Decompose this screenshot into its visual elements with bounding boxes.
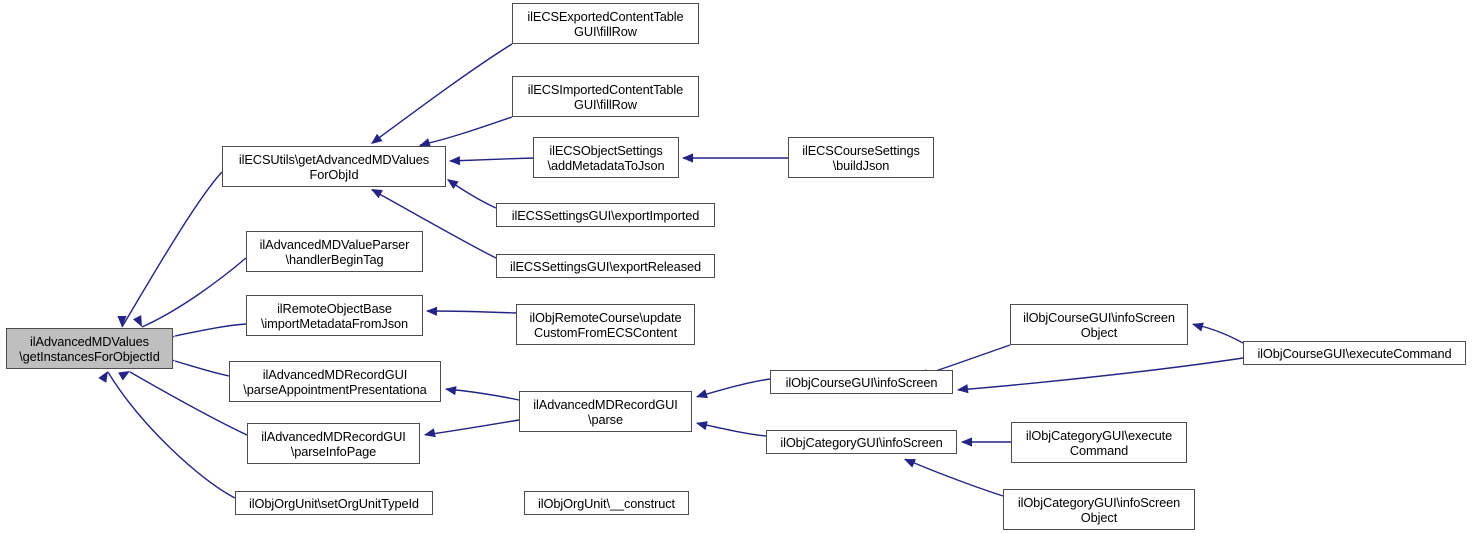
arrowhead-icon (1192, 322, 1204, 332)
call-edge (141, 257, 247, 328)
graph-node-label: ilECSObjectSettings \addMetadataToJson (547, 142, 665, 173)
graph-node-ecs_exported_fillrow[interactable]: ilECSExportedContentTable GUI\fillRow (512, 3, 699, 44)
call-edge (174, 323, 247, 337)
graph-node-label: ilObjCategoryGUI\infoScreen (780, 434, 943, 450)
arrowhead-icon (957, 384, 969, 394)
graph-node-label: ilObjRemoteCourse\update CustomFromECSCo… (529, 309, 682, 340)
call-edge (121, 171, 223, 328)
call-edge (445, 388, 520, 401)
graph-node-advmdrecordgui_parse[interactable]: ilAdvancedMDRecordGUI \parse (519, 391, 692, 432)
call-edge (904, 458, 1004, 497)
arrowhead-icon (117, 316, 127, 327)
graph-node-ecs_imported_fillrow[interactable]: ilECSImportedContentTable GUI\fillRow (512, 76, 699, 117)
graph-node-label: ilObjOrgUnit\__construct (538, 495, 675, 511)
graph-node-label: ilRemoteObjectBase \importMetadataFromJs… (260, 300, 409, 331)
graph-node-root[interactable]: ilAdvancedMDValues \getInstancesForObjec… (6, 328, 173, 369)
graph-node-coursegui_executecommand[interactable]: ilObjCourseGUI\executeCommand (1243, 341, 1466, 365)
graph-node-advmd_valueparser_handlerbegintag[interactable]: ilAdvancedMDValueParser \handlerBeginTag (246, 231, 423, 272)
graph-node-remotecourse_updatecustom[interactable]: ilObjRemoteCourse\update CustomFromECSCo… (516, 304, 695, 345)
graph-node-label: ilECSUtils\getAdvancedMDValues ForObjId (238, 151, 430, 182)
arrowhead-icon (426, 306, 438, 316)
call-edge (426, 310, 517, 314)
graph-node-orgunit_construct[interactable]: ilObjOrgUnit\__construct (524, 491, 689, 515)
call-edge (696, 378, 771, 398)
graph-node-label: ilAdvancedMDRecordGUI \parseInfoPage (261, 428, 406, 459)
call-edge (447, 179, 497, 209)
graph-node-label: ilObjCourseGUI\infoScreen Object (1023, 309, 1175, 340)
graph-node-label: ilECSImportedContentTable GUI\fillRow (527, 81, 684, 112)
call-edge (1192, 323, 1244, 344)
arrowhead-icon (132, 315, 142, 327)
graph-node-coursegui_infoscreen[interactable]: ilObjCourseGUI\infoScreen (770, 370, 953, 394)
call-edge (174, 360, 230, 377)
call-edge (424, 419, 520, 436)
arrowhead-icon (424, 428, 436, 438)
graph-node-label: ilECSSettingsGUI\exportReleased (509, 258, 702, 274)
graph-node-label: ilAdvancedMDValues \getInstancesForObjec… (19, 333, 160, 364)
graph-node-label: ilAdvancedMDRecordGUI \parseAppointmentP… (243, 366, 427, 397)
arrowhead-icon (371, 189, 383, 199)
graph-node-coursegui_infoscreenobject[interactable]: ilObjCourseGUI\infoScreen Object (1010, 304, 1188, 345)
graph-node-label: ilECSSettingsGUI\exportImported (511, 207, 700, 223)
graph-node-label: ilObjOrgUnit\setOrgUnitTypeId (249, 495, 419, 511)
arrowhead-icon (696, 421, 708, 431)
arrowhead-icon (682, 153, 693, 163)
graph-node-label: ilAdvancedMDRecordGUI \parse (533, 396, 678, 427)
graph-node-ecs_objsettings_addmd[interactable]: ilECSObjectSettings \addMetadataToJson (533, 137, 679, 178)
arrowhead-icon (904, 459, 916, 468)
call-edge (419, 116, 513, 146)
graph-node-advmdrecordgui_parseinfopage[interactable]: ilAdvancedMDRecordGUI \parseInfoPage (247, 423, 420, 464)
arrowhead-icon (447, 179, 459, 190)
graph-node-label: ilObjCategoryGUI\infoScreen Object (1017, 494, 1181, 525)
graph-node-ecs_settingsgui_exportimported[interactable]: ilECSSettingsGUI\exportImported (496, 203, 715, 227)
arrowhead-icon (445, 386, 457, 396)
arrowhead-icon (118, 371, 130, 381)
graph-node-categorygui_executecommand[interactable]: ilObjCategoryGUI\execute Command (1011, 422, 1187, 463)
arrowhead-icon (98, 371, 108, 383)
graph-node-label: ilObjCategoryGUI\execute Command (1025, 427, 1173, 458)
graph-node-advmdrecordgui_parseappointment[interactable]: ilAdvancedMDRecordGUI \parseAppointmentP… (229, 361, 441, 402)
arrowhead-icon (961, 437, 972, 447)
graph-node-ecsutils_getadvmd[interactable]: ilECSUtils\getAdvancedMDValues ForObjId (222, 146, 446, 187)
graph-node-label: ilECSCourseSettings \buildJson (802, 142, 920, 173)
graph-node-label: ilObjCourseGUI\infoScreen (785, 374, 938, 390)
call-edge (957, 357, 1244, 391)
graph-node-ecs_coursesettings_buildjson[interactable]: ilECSCourseSettings \buildJson (788, 137, 934, 178)
call-edge (107, 371, 236, 499)
arrowhead-icon (696, 389, 708, 399)
graph-node-categorygui_infoscreen[interactable]: ilObjCategoryGUI\infoScreen (766, 430, 957, 454)
call-edge (449, 157, 534, 162)
graph-node-orgunit_setorgunittypeid[interactable]: ilObjOrgUnit\setOrgUnitTypeId (235, 491, 433, 515)
graph-node-remoteobjectbase_importmd[interactable]: ilRemoteObjectBase \importMetadataFromJs… (246, 295, 423, 336)
graph-node-categorygui_infoscreenobject[interactable]: ilObjCategoryGUI\infoScreen Object (1003, 489, 1195, 530)
graph-node-label: ilECSExportedContentTable GUI\fillRow (527, 8, 684, 39)
arrowhead-icon (449, 156, 461, 166)
graph-node-label: ilAdvancedMDValueParser \handlerBeginTag (259, 236, 410, 267)
graph-node-label: ilObjCourseGUI\executeCommand (1257, 345, 1452, 361)
graph-node-ecs_settingsgui_exportreleased[interactable]: ilECSSettingsGUI\exportReleased (496, 254, 715, 278)
call-edge (696, 422, 767, 437)
call-edge (371, 43, 513, 144)
arrowhead-icon (371, 133, 383, 144)
